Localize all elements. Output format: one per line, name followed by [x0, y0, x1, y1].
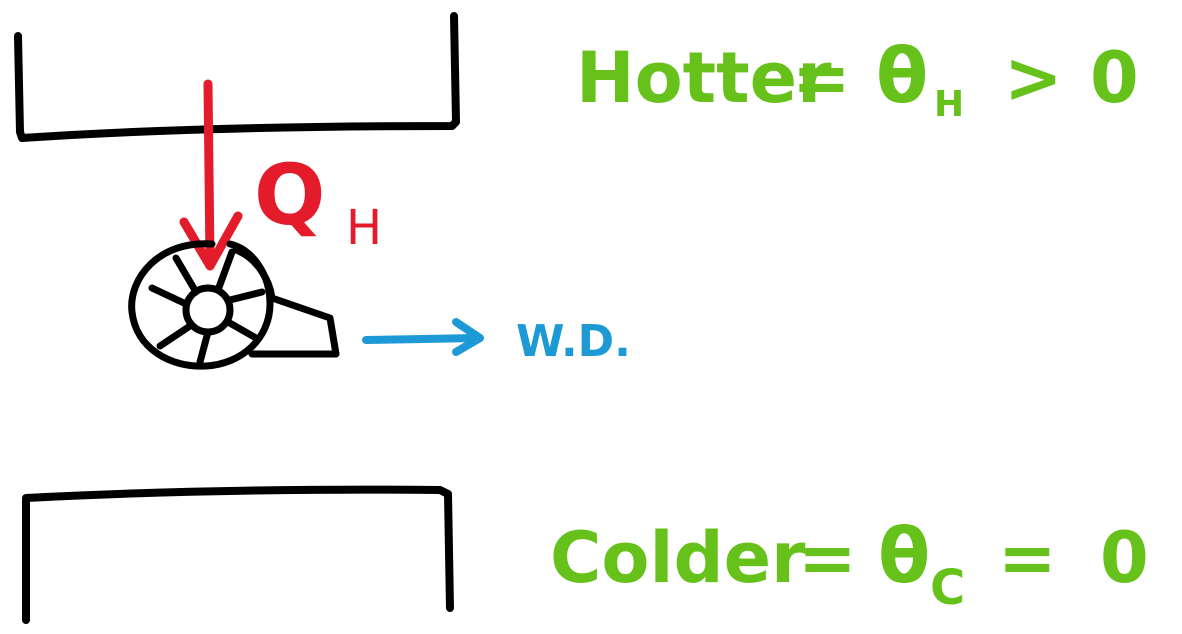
- cold-relation: =: [998, 517, 1057, 599]
- hot-relation: >: [1004, 37, 1063, 119]
- hot-label-word: Hotter: [576, 37, 832, 119]
- hot-theta: θ: [876, 31, 928, 120]
- hot-reservoir-label: Hotter = θ H > 0: [576, 31, 1139, 125]
- work-arrow-icon: [362, 318, 484, 356]
- cold-reservoir-outline: [22, 485, 454, 624]
- heat-symbol: Q: [254, 146, 325, 244]
- hot-reservoir-outline: [14, 12, 460, 142]
- heat-subscript: H: [346, 200, 382, 256]
- cold-equals: =: [798, 517, 857, 599]
- heat-input-label: Q H: [254, 146, 382, 256]
- work-output-label: W.D.: [516, 316, 631, 367]
- heat-arrow-icon: [179, 79, 243, 271]
- engine-icon: [128, 240, 340, 370]
- hot-subscript: H: [934, 84, 964, 125]
- cold-theta: θ: [878, 511, 930, 600]
- hot-reservoir: [14, 12, 460, 142]
- cold-subscript: C: [930, 560, 965, 616]
- hot-value: 0: [1090, 37, 1139, 119]
- cold-label-word: Colder: [550, 517, 806, 599]
- cold-reservoir: [22, 485, 454, 624]
- cold-reservoir-label: Colder = θ C = 0: [550, 511, 1149, 616]
- hot-equals: =: [792, 37, 851, 119]
- cold-value: 0: [1100, 517, 1149, 599]
